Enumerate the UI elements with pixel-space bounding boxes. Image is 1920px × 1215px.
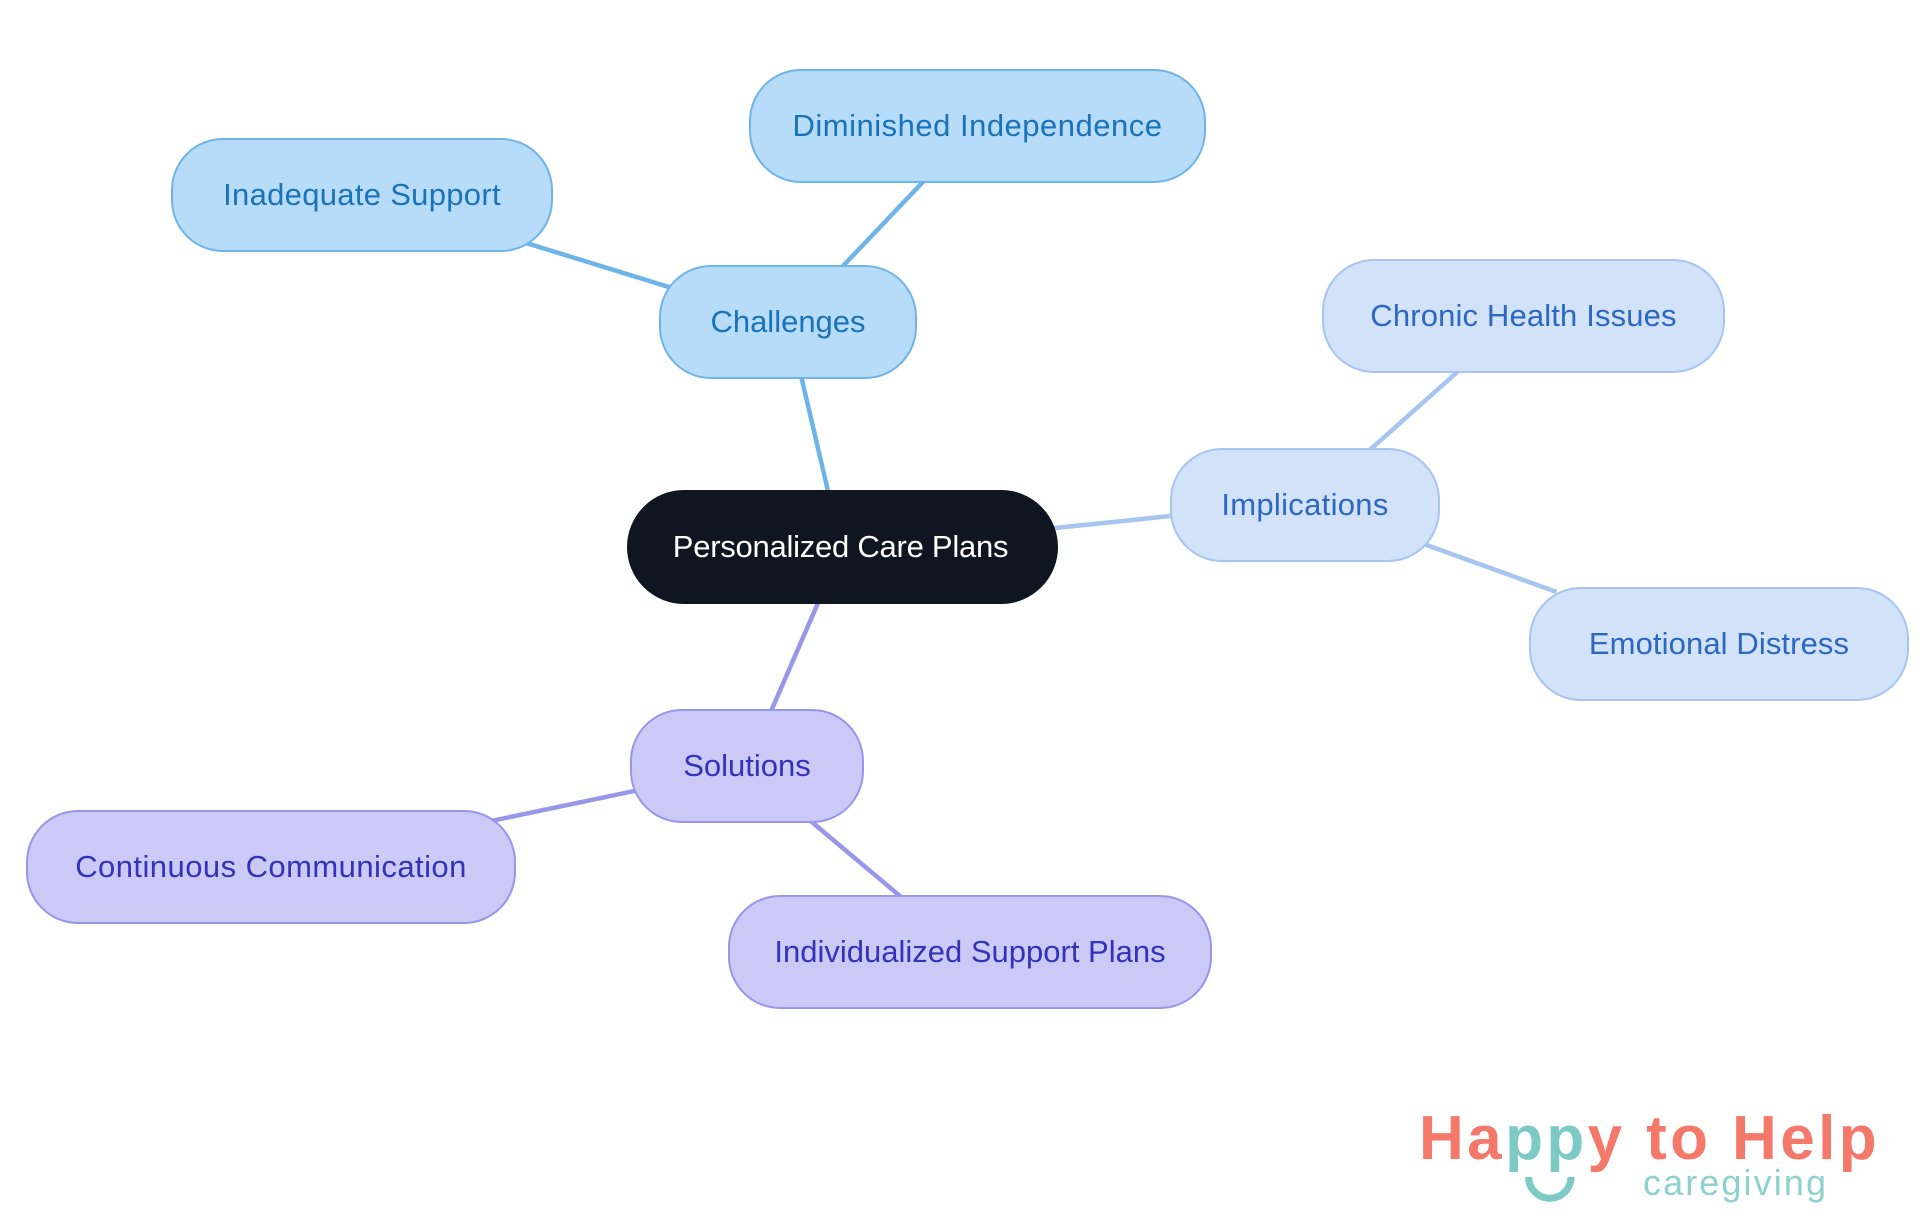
svg-text:caregiving: caregiving xyxy=(1643,1162,1828,1203)
svg-text:Happy to Help: Happy to Help xyxy=(1419,1104,1880,1173)
